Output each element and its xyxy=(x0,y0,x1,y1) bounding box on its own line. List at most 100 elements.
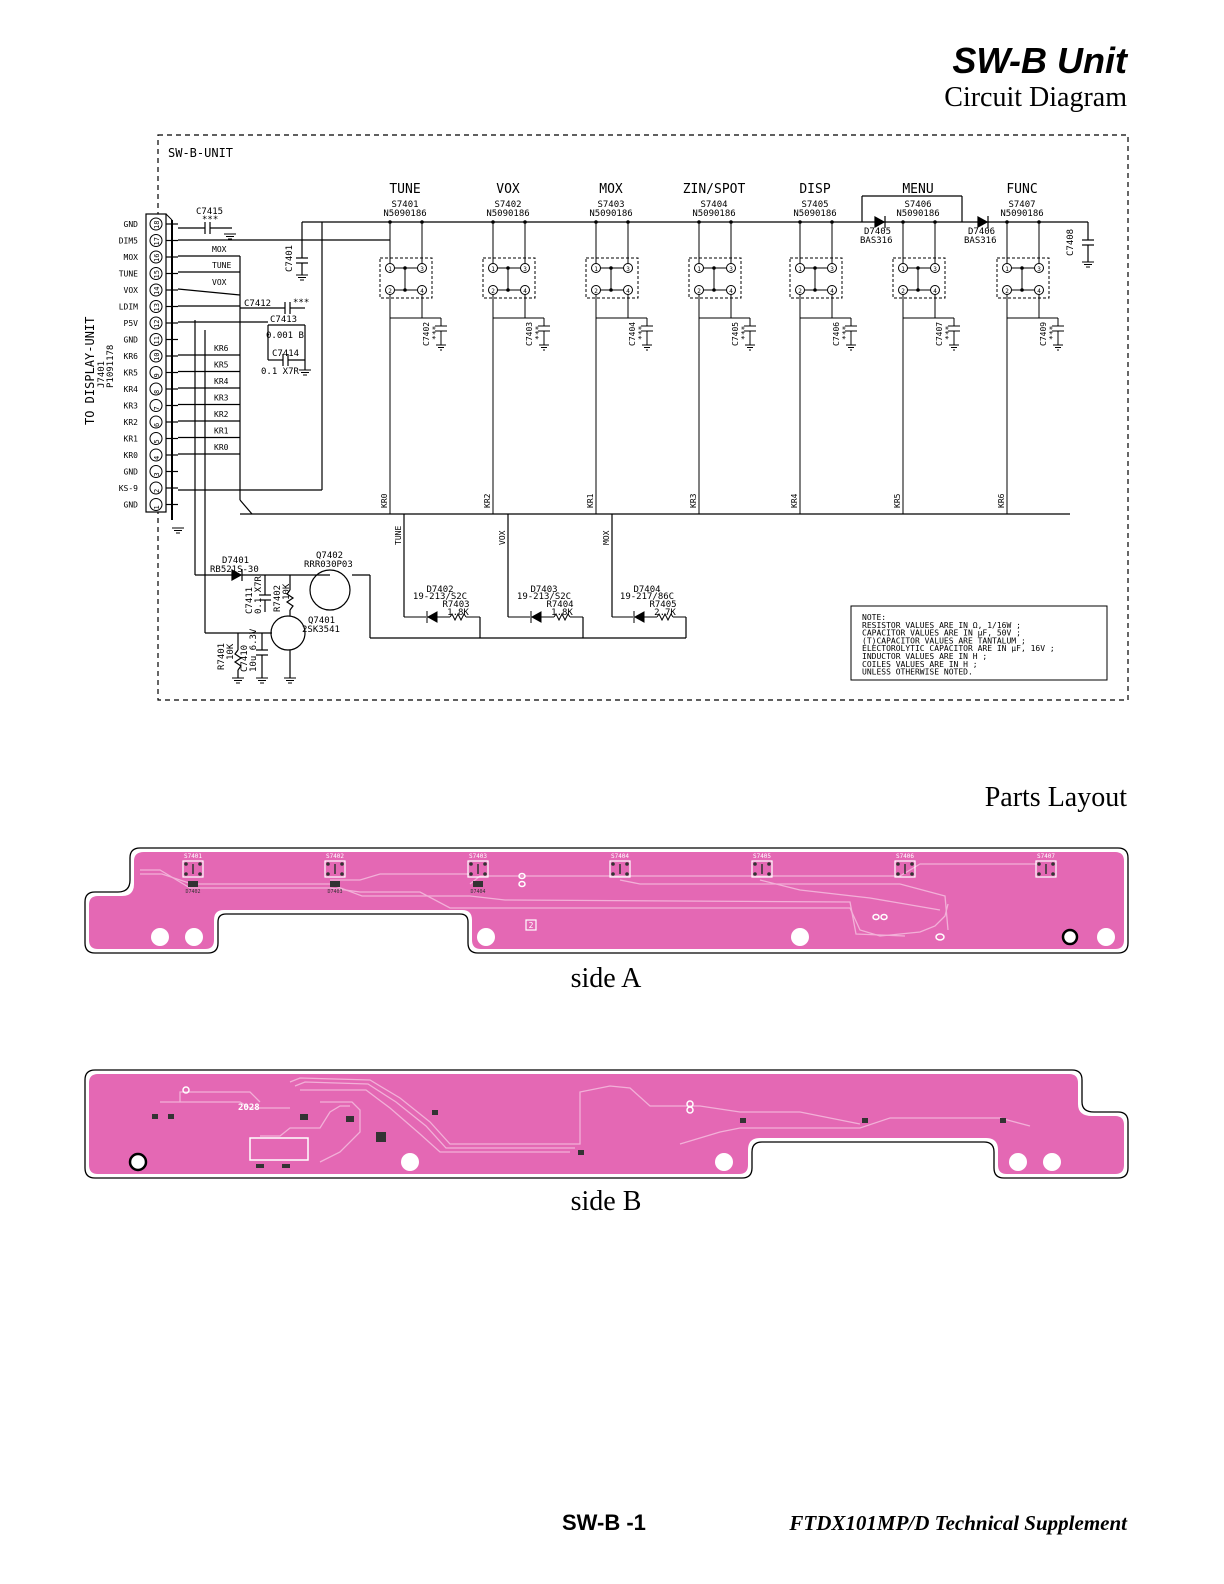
switch-pin: 1 xyxy=(697,266,701,273)
led-part: 19-213/S2C xyxy=(413,592,467,602)
side-a-caption: side A xyxy=(570,963,642,994)
pin-number: 16 xyxy=(153,254,161,262)
page-title: SW-B Unit xyxy=(952,40,1127,81)
label-c7413: C7413 xyxy=(270,315,297,325)
pin-number: 17 xyxy=(153,237,161,245)
switch-pin: 3 xyxy=(933,266,937,273)
pin-label: GND xyxy=(124,336,139,345)
pin-number: 5 xyxy=(153,439,161,443)
pcb-switch-ref: S7401 xyxy=(184,853,202,860)
side-label: TO DISPLAY-UNIT xyxy=(83,317,97,425)
pcb-diode-ref: D7403 xyxy=(327,889,342,895)
label-d7401: D7401 xyxy=(222,556,249,566)
pin-label: MOX xyxy=(124,253,139,262)
label-r7402: R7402 xyxy=(273,585,283,612)
switch-pin: 4 xyxy=(626,288,630,295)
switch-part: N5090186 xyxy=(1000,209,1043,219)
note-line: ELECTOROLYTIC CAPACITOR ARE IN μF, 16V ; xyxy=(862,644,1055,653)
net-label: KR3 xyxy=(214,394,229,403)
switch-pin: 3 xyxy=(420,266,424,273)
switch-pin: 3 xyxy=(523,266,527,273)
connector-part: P1091178 xyxy=(106,345,116,388)
note-box xyxy=(850,605,1108,681)
led-res-val: 1.8K xyxy=(551,608,573,618)
pin-number: 13 xyxy=(153,303,161,311)
footer-page-number: SW-B -1 xyxy=(562,1510,646,1535)
note-line: INDUCTOR VALUES ARE IN H ; xyxy=(862,652,987,661)
note-line: CAPACITOR VALUES ARE IN μF, 50V ; xyxy=(862,629,1021,638)
switch-name: TUNE xyxy=(389,182,420,197)
switch-cap-mark: *** xyxy=(740,325,749,340)
pin-label: KR1 xyxy=(124,435,139,444)
pin-number: 8 xyxy=(153,390,161,394)
label-d7405-part: BAS316 xyxy=(860,236,893,246)
pcb-switch-ref: S7402 xyxy=(326,853,344,860)
switch-pin: 4 xyxy=(729,288,733,295)
parts-layout-heading: Parts Layout xyxy=(984,782,1127,813)
pcb-side-a-mark: 2 xyxy=(529,921,534,930)
label-c7408: C7408 xyxy=(1066,229,1076,256)
pin-label: LDIM xyxy=(119,303,138,312)
pin-label: KR0 xyxy=(124,451,139,460)
pin-label: GND xyxy=(124,220,139,229)
switch-part: N5090186 xyxy=(383,209,426,219)
pin-number: 18 xyxy=(153,221,161,229)
switch-pin: 3 xyxy=(626,266,630,273)
net-label: MOX xyxy=(212,245,227,254)
label-c7414: C7414 xyxy=(272,349,299,359)
switch-cap-label: C7402 xyxy=(422,322,431,346)
led-part: 19-217/86C xyxy=(620,592,674,602)
switch-pin: 2 xyxy=(798,288,802,295)
pin-label: P5V xyxy=(124,319,139,328)
switch-kr-label: KR2 xyxy=(483,493,492,508)
label-r7402-val: 10K xyxy=(282,583,292,600)
switch-cap-mark: *** xyxy=(841,325,850,340)
pcb-side-a-traces xyxy=(140,863,1040,937)
switch-cap-mark: *** xyxy=(431,325,440,340)
pcb-side-b: 2028 xyxy=(84,1069,1129,1179)
note-line: RESISTOR VALUES ARE IN Ω, 1/16W ; xyxy=(862,621,1021,630)
label-q7401: Q7401 xyxy=(308,616,335,626)
note-text: NOTE:RESISTOR VALUES ARE IN Ω, 1/16W ;CA… xyxy=(862,613,1055,677)
switch-kr-label: KR1 xyxy=(586,493,595,508)
switch-cap-label: C7403 xyxy=(525,322,534,346)
pin-label: KS-9 xyxy=(119,484,138,493)
led-res-val: 2.7K xyxy=(654,608,676,618)
switch-name: MOX xyxy=(599,182,623,197)
label-d7406: D7406 xyxy=(968,227,995,237)
net-label: VOX xyxy=(212,278,227,287)
pin-label: TUNE xyxy=(119,270,138,279)
switch-ref: S7403 xyxy=(597,200,624,210)
switch-cap-label: C7407 xyxy=(935,322,944,346)
switch-cap-label: C7409 xyxy=(1039,322,1048,346)
net-label: TUNE xyxy=(212,261,231,270)
led-res-val: 1.8K xyxy=(447,608,469,618)
pin-number: 4 xyxy=(153,456,161,460)
net-label: KR5 xyxy=(214,361,229,370)
pcb-side-b-holes xyxy=(401,1153,1061,1171)
pin-label: KR3 xyxy=(124,402,139,411)
switch-pin: 2 xyxy=(697,288,701,295)
led-net-label: MOX xyxy=(602,530,611,545)
net-label: KR0 xyxy=(214,443,229,452)
label-c7410: C7410 xyxy=(240,645,250,672)
switch-pin: 1 xyxy=(491,266,495,273)
pin-label: KR4 xyxy=(124,385,139,394)
switch-pin: 2 xyxy=(594,288,598,295)
switch-cap-label: C7404 xyxy=(628,322,637,346)
pcb-switch-ref: S7405 xyxy=(753,853,771,860)
led-ref: D7404 xyxy=(633,585,660,595)
switch-name: MENU xyxy=(902,182,933,197)
switch-kr-label: KR0 xyxy=(380,493,389,508)
switch-ref: S7401 xyxy=(391,200,418,210)
label-q7401-part: 2SK3541 xyxy=(302,625,340,635)
switch-cap-label: C7406 xyxy=(832,322,841,346)
switch-ref: S7405 xyxy=(801,200,828,210)
